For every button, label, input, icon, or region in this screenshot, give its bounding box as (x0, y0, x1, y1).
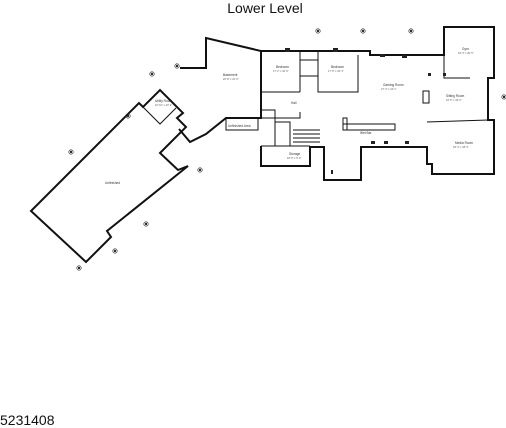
light-1 (68, 149, 74, 155)
sitting-dims: 16' 5" x 16' 2" (446, 98, 462, 102)
listing-number: 5231408 (0, 412, 55, 428)
light-9 (315, 28, 321, 34)
gym-dims: 18' 4" x 20' 5" (458, 51, 474, 55)
interior-marks (285, 48, 446, 174)
hall-label: Hall (291, 101, 297, 105)
light-12 (501, 94, 506, 100)
wet-bar-label: Wet Bar (360, 131, 372, 135)
media-dims: 18' 4" x 18' 3" (453, 145, 469, 149)
light-11 (408, 28, 414, 34)
gaming-dims: 27' 4" x 24' 1" (381, 87, 397, 91)
fireplace (422, 90, 430, 104)
light-3 (197, 167, 203, 173)
closet-walls (225, 109, 276, 147)
interior-walls (142, 51, 489, 147)
media-wall (426, 119, 489, 123)
wing-outline (29, 88, 189, 264)
wet-bar-counter (342, 123, 396, 131)
stair-wall (275, 121, 291, 146)
bath-walls (300, 59, 318, 77)
stairs (293, 129, 320, 143)
bedroom2-label: Bedroom (331, 65, 344, 69)
utility-label: Utility Room (155, 99, 173, 103)
light-10 (360, 28, 366, 34)
bedroom1-dims: 17' 2" x 10' 6" (273, 69, 289, 73)
gym-wall (443, 55, 470, 79)
room-labels: Unfinished Utility Room 16' 10" x 10' 2"… (105, 47, 474, 185)
light-2 (125, 113, 131, 119)
exterior-lights (68, 28, 506, 271)
bedroom2-dims: 17' 0" x 16' 4" (328, 69, 344, 73)
gym-label: Gym (462, 47, 469, 51)
utility-wall (142, 106, 177, 125)
wet-bar-top (342, 117, 348, 131)
sitting-label: Sitting Room (446, 94, 465, 98)
plan-title: Lower Level (227, 0, 303, 16)
main-outline (260, 26, 495, 181)
light-6 (76, 265, 82, 271)
basement-dims: 20' 8" x 21' 0" (223, 77, 239, 81)
exterior-walls (29, 26, 495, 264)
light-7 (174, 63, 180, 69)
light-4 (143, 221, 149, 227)
media-label: Media Room (455, 141, 473, 145)
basement-label: Basement (223, 73, 237, 77)
bedroom1-label: Bedroom (276, 65, 289, 69)
storage-dims: 18' 9" x 9' 0" (287, 156, 301, 160)
light-5 (112, 248, 118, 254)
gaming-label: Gaming Room (383, 83, 404, 87)
bedroom1-wall (261, 51, 301, 93)
under-stairs-label: Unfinished Area (228, 124, 251, 128)
hall-wall (261, 112, 301, 119)
light-8 (149, 71, 155, 77)
unfinished-label: Unfinished (105, 181, 120, 185)
utility-dims: 16' 10" x 10' 2" (155, 103, 172, 107)
bedroom2-wall (317, 51, 359, 93)
storage-label: Storage (289, 152, 300, 156)
